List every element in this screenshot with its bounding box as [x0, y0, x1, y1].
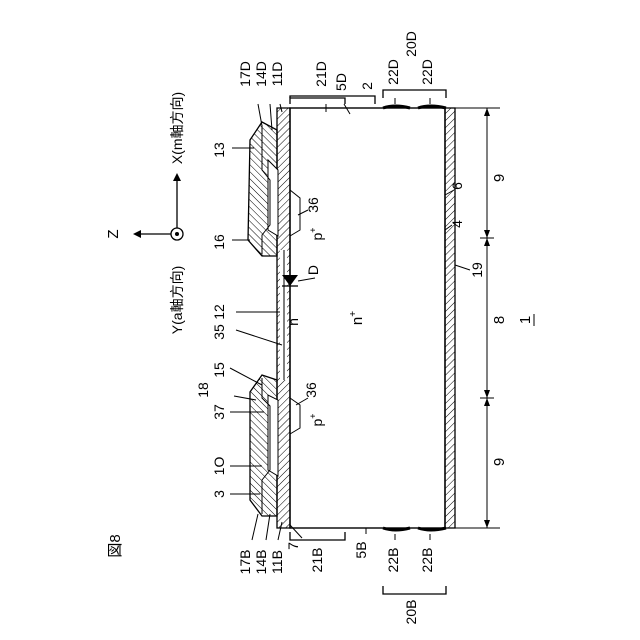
dim-8: 8: [491, 316, 508, 324]
label-37: 37: [211, 404, 227, 420]
axis-z-label: Z: [105, 229, 122, 238]
label-19: 19: [469, 262, 485, 278]
brace-21b: [290, 532, 345, 540]
brace-2: [290, 96, 375, 104]
axis-z-arrow-icon: [133, 230, 141, 238]
label-12: 12: [211, 304, 227, 320]
label-35: 35: [211, 324, 227, 340]
label-21b: 21B: [309, 548, 325, 573]
label-10: 1O: [211, 457, 227, 476]
back-electrode-layer: [445, 108, 455, 528]
label-3: 3: [211, 490, 227, 498]
label-13: 13: [211, 142, 227, 158]
brace-21d: [290, 98, 345, 104]
label-11d: 11D: [269, 62, 285, 87]
dim-arrow-bottom: [484, 520, 490, 528]
dim-arrow-1b: [484, 238, 490, 246]
dim-9-lower: 9: [491, 458, 508, 466]
label-22b-a: 22B: [385, 548, 401, 573]
label-22d-b: 22D: [419, 59, 435, 85]
axis-y-label: Y(a軸方向): [169, 266, 185, 334]
label-20d: 20D: [403, 31, 419, 57]
label-5d: 5D: [333, 73, 349, 91]
label-14b: 14B: [253, 550, 269, 575]
label-14d: 14D: [253, 61, 269, 87]
substrate-body: [290, 108, 445, 528]
dim-9-upper: 9: [491, 174, 508, 182]
label-36-lower: 36: [303, 382, 319, 398]
axis-x-label: X(m軸方向): [169, 92, 185, 164]
dim-arrow-2b: [484, 398, 490, 406]
label-7: 7: [285, 542, 301, 550]
dim-arrow-top: [484, 108, 490, 116]
label-11b: 11B: [269, 550, 285, 574]
figure-number: 1: [517, 316, 534, 324]
axis-x-arrow-icon: [173, 173, 181, 181]
label-18: 18: [195, 382, 211, 398]
label-d: D: [305, 265, 321, 275]
label-17b: 17B: [237, 550, 253, 575]
region-n: n: [285, 318, 301, 326]
brace-20b: [383, 586, 446, 594]
label-5b: 5B: [353, 541, 369, 558]
label-2: 2: [359, 82, 375, 90]
label-20b: 20B: [403, 600, 419, 625]
brace-20d: [383, 90, 446, 98]
label-22d-a: 22D: [385, 59, 401, 85]
label-22b-b: 22B: [419, 548, 435, 573]
label-17d: 17D: [237, 61, 253, 87]
label-36-upper: 36: [305, 197, 321, 213]
label-21d: 21D: [313, 61, 329, 87]
axis-origin-dot: [175, 232, 179, 236]
label-15: 15: [211, 362, 227, 378]
dim-arrow-2a: [484, 390, 490, 398]
label-6: 6: [449, 182, 465, 190]
label-16: 16: [211, 234, 227, 250]
dim-arrow-1a: [484, 230, 490, 238]
figure-label: 図8: [107, 534, 124, 557]
label-4: 4: [449, 220, 465, 228]
